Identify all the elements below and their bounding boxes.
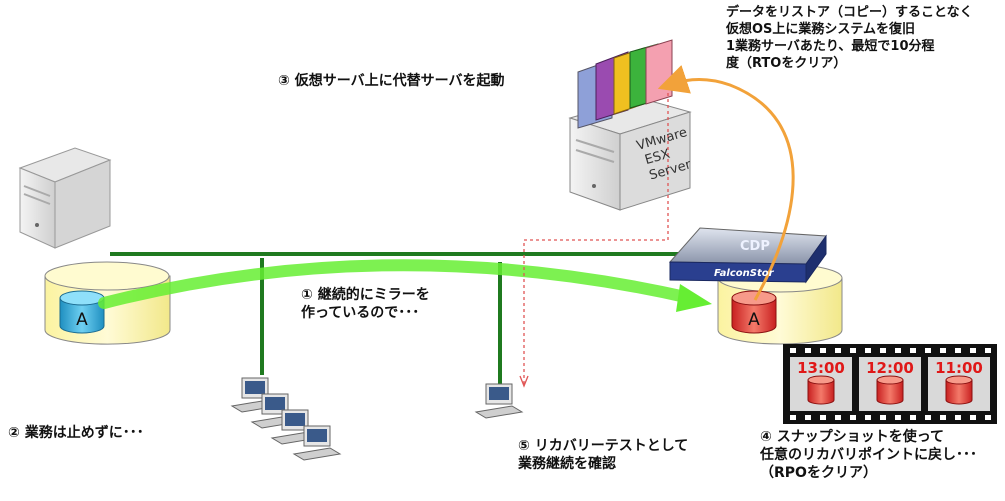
falconstor-brand-label: FalconStor [714,268,775,279]
note-line-3: 1業務サーバあたり、最短で10分程 [726,39,935,54]
recovery-test-dashed-path [519,90,669,388]
snapshot-disk-icons [807,375,973,405]
recovery-arrow [657,65,795,301]
vmware-line-2: ESX [643,147,672,168]
physical-server-icon [18,147,112,249]
client-pc-group-icon [230,377,342,461]
note-line-2: 仮想OS上に業務システムを復旧 [726,22,916,37]
cdp-appliance-icon [668,227,827,284]
cdp-label: CDP [740,239,770,254]
snapshot-time-3: 11:00 [935,359,983,377]
step2-caption: ② 業務は止めずに･･･ [8,425,144,441]
step4-line-2: 任意のリカバリポイントに戻し･･･ [760,447,977,463]
step4-line-3: （RPOをクリア） [760,465,877,481]
step1-caption: ① 継続的にミラーを 作っているので･･･ [301,286,430,322]
right-disk-label: A [748,310,760,330]
mirror-arrow [98,259,712,312]
step3-caption: ③ 仮想サーバ上に代替サーバを起動 [278,73,505,89]
note-line-4: 度（RTOをクリア） [726,56,847,71]
vmware-esx-server-icon [568,97,692,211]
step5-line-1: ⑤ リカバリーテストとして [518,438,689,454]
step1-line-1: ① 継続的にミラーを [301,287,430,303]
step1-line-2: 作っているので･･･ [301,305,420,321]
snapshot-time-1: 13:00 [797,359,845,377]
right-disk-a-icon [731,290,777,334]
snapshot-time-2: 12:00 [866,359,914,377]
recovery-note: データをリストア（コピー）することなく 仮想OS上に業務システムを復旧 1業務サ… [726,4,973,72]
step4-line-1: ④ スナップショットを使って [760,429,945,445]
step5-caption: ⑤ リカバリーテストとして 業務継続を確認 [518,437,688,473]
step5-line-2: 業務継続を確認 [518,456,616,472]
step4-caption: ④ スナップショットを使って 任意のリカバリポイントに戻し･･･ （RPOをクリ… [760,428,977,482]
test-client-pc-icon [474,383,524,419]
note-line-1: データをリストア（コピー）することなく [726,5,973,20]
left-disk-label: A [76,310,88,330]
